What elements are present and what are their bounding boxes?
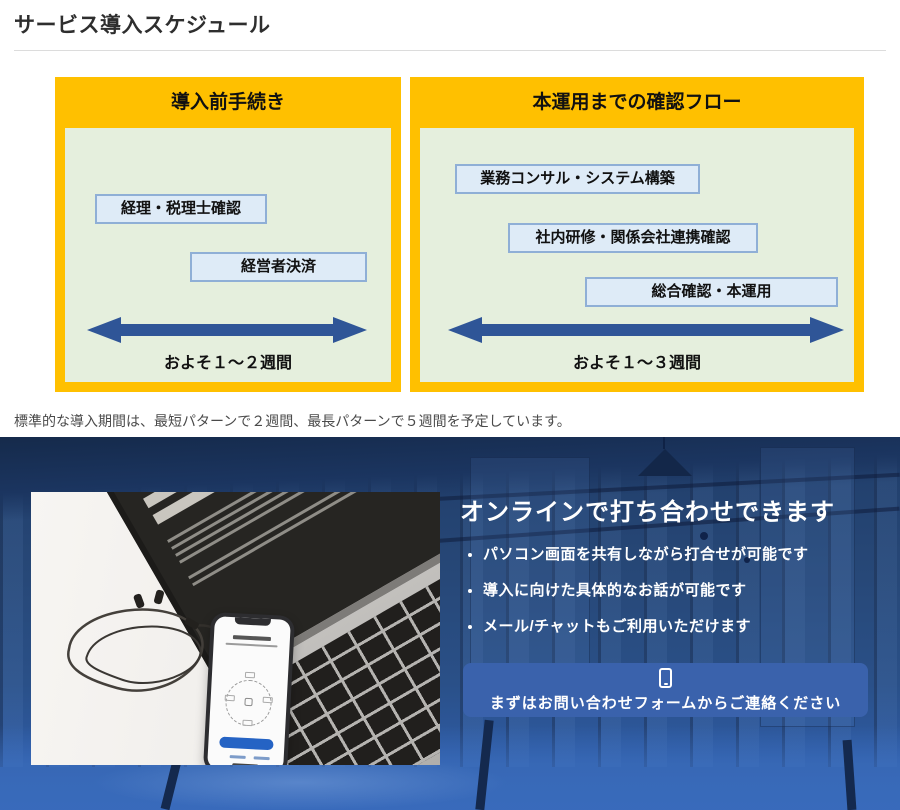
duration-label: およそ１～３週間 [572, 355, 701, 372]
schedule-note: 標準的な導入期間は、最短パターンで２週間、最長パターンで５週間を予定しています。 [14, 413, 571, 429]
cta-label: まずはお問い合わせフォームからご連絡ください [489, 694, 842, 712]
arrow-right-head-icon [810, 317, 844, 343]
meeting-diagram-device [244, 671, 256, 679]
bullet-item: 導入に向けた具体的なお話が可能です [483, 579, 809, 600]
online-bullet-list: パソコン画面を共有しながら打合せが可能です 導入に向けた具体的なお話が可能です … [483, 543, 809, 651]
pendant-lamp-cord [663, 437, 665, 449]
smartphone-illustration [202, 611, 296, 765]
meeting-diagram-device [242, 719, 253, 727]
arrow-shaft [121, 324, 333, 336]
app-title-line [232, 635, 272, 642]
meeting-diagram-device [262, 696, 273, 704]
app-link-line [229, 755, 246, 759]
phone-notch [234, 617, 271, 627]
home-indicator [232, 763, 259, 765]
step-box: 業務コンサル・システム構築 [455, 164, 700, 194]
title-divider [14, 50, 886, 51]
arrow-left-head-icon [87, 317, 121, 343]
step-box: 社内研修・関係会社連携確認 [508, 223, 758, 253]
distant-lamp-icon [700, 532, 708, 540]
panel-confirmation-flow: 本運用までの確認フロー 業務コンサル・システム構築 社内研修・関係会社連携確認 … [410, 77, 864, 392]
arrow-right-head-icon [333, 317, 367, 343]
step-box: 経営者決済 [190, 252, 367, 282]
arrow-shaft [482, 324, 810, 336]
contact-cta-button[interactable]: まずはお問い合わせフォームからご連絡ください [463, 663, 868, 717]
pendant-lamp-icon [638, 449, 692, 476]
meeting-diagram-center [244, 697, 253, 707]
app-join-button [219, 736, 274, 751]
duration-label: およそ１～２週間 [163, 355, 292, 372]
step-box: 総合確認・本運用 [585, 277, 838, 307]
panel-flow-canvas: 業務コンサル・システム構築 社内研修・関係会社連携確認 総合確認・本運用 およそ… [420, 128, 854, 382]
smartphone-screen [207, 616, 291, 765]
duration-arrow [87, 317, 367, 343]
online-heading: オンラインで打ち合わせできます [460, 499, 835, 526]
panel-pre-title: 導入前手続き [170, 92, 285, 113]
page-title: サービス導入スケジュール [14, 14, 271, 37]
app-link-line [253, 756, 270, 761]
panel-pre-procedures: 導入前手続き 経理・税理士確認 経営者決済 およそ１～２週間 [55, 77, 401, 392]
schedule-diagram: 導入前手続き 経理・税理士確認 経営者決済 およそ１～２週間 本運用までの確認フ… [0, 77, 900, 392]
smartphone-icon [659, 667, 672, 688]
step-box: 経理・税理士確認 [95, 194, 267, 224]
duration-arrow [448, 317, 844, 343]
meeting-diagram-device [224, 694, 235, 702]
online-meeting-section: オンラインで打ち合わせできます パソコン画面を共有しながら打合せが可能です 導入… [0, 437, 900, 810]
distant-lamp-icon [744, 557, 750, 563]
app-subtitle-line [225, 642, 278, 648]
bullet-item: メール/チャットもご利用いただけます [483, 615, 809, 636]
bullet-item: パソコン画面を共有しながら打合せが可能です [483, 543, 809, 564]
arrow-left-head-icon [448, 317, 482, 343]
panel-flow-title: 本運用までの確認フロー [532, 92, 742, 113]
online-meeting-photo [31, 492, 440, 765]
panel-pre-canvas: 経理・税理士確認 経営者決済 およそ１～２週間 [65, 128, 391, 382]
